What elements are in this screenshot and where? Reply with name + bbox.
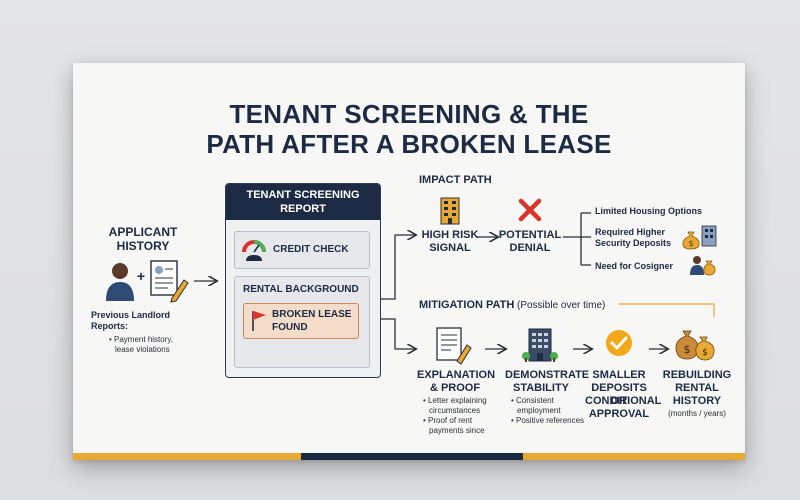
credit-gauge-icon: [242, 240, 266, 261]
rental-background-label: RENTAL BACKGROUND: [243, 284, 359, 295]
step-rebuilding-line3: HISTORY: [672, 395, 722, 407]
step-rebuilding-line2: RENTAL: [675, 382, 719, 394]
bottom-bar-left: [73, 453, 301, 460]
step-rebuilding-line1: REBUILDING: [662, 369, 732, 381]
denial-line2: DENIAL: [509, 242, 551, 254]
denial-line1: POTENTIAL: [498, 229, 562, 241]
outcome-limited-housing: Limited Housing Options: [595, 206, 702, 216]
stability-bullet1-line2: employment: [517, 406, 561, 415]
bottom-bar-middle: [301, 453, 523, 460]
step-explanation-line1: EXPLANATION: [417, 369, 496, 381]
explanation-bullet1-line1: • Letter explaining: [423, 396, 487, 405]
credit-check-label: CREDIT CHECK: [273, 244, 349, 255]
stability-bullet1-line1: • Consistent: [511, 396, 554, 405]
page-title-line2: PATH AFTER A BROKEN LEASE: [206, 129, 612, 159]
mitigation-path-note: (Possible over time): [517, 300, 606, 311]
person-icon: [106, 263, 134, 301]
broken-lease-alert: BROKEN LEASE FOUND: [243, 303, 359, 339]
step-deposits-line2: DEPOSITS OR: [591, 382, 647, 407]
report-title-line2: REPORT: [280, 203, 326, 215]
high-risk-line1: HIGH RISK: [421, 229, 479, 241]
screening-report: TENANT SCREENING REPORT CREDIT CHECK REN…: [225, 183, 381, 378]
rental-background-panel: RENTAL BACKGROUND BROKEN LEASE FOUND: [234, 276, 370, 368]
explanation-bullet2-line1: • Proof of rent: [423, 416, 473, 425]
reports-label-line2: Reports:: [91, 321, 129, 331]
report-header: TENANT SCREENING REPORT: [226, 184, 380, 220]
reports-label-line1: Previous Landlord: [91, 310, 171, 320]
step-deposits-line4: APPROVAL: [588, 408, 650, 420]
money-bags-icon: $ $: [675, 330, 715, 361]
step-deposits-line3: CONDITIONAL: [585, 395, 662, 407]
mitigation-underline: [618, 303, 715, 317]
reports-bullet-line1: • Payment history,: [109, 335, 174, 344]
svg-text:$: $: [702, 348, 708, 358]
credit-check-panel: CREDIT CHECK: [234, 231, 370, 269]
cosigner-icon: [690, 256, 716, 276]
plus-sign: +: [136, 268, 146, 284]
step-deposits-line1: SMALLER: [592, 369, 646, 381]
outcome-cosigner: Need for Cosigner: [595, 261, 674, 271]
money-bag-icon: $: [682, 231, 700, 250]
bracket-outcomes: [563, 212, 591, 266]
bottom-accent-bar: [73, 453, 745, 460]
mitigation-path-heading: MITIGATION PATH: [419, 299, 515, 311]
step-rebuilding-note: (months / years): [668, 409, 726, 418]
page-title-line1: TENANT SCREENING & THE: [229, 99, 589, 129]
connectors: [194, 212, 715, 460]
outcome-deposits-line2: Security Deposits: [595, 238, 672, 248]
explanation-bullet2-line2: payments since: [429, 426, 485, 435]
red-x-icon: [518, 198, 542, 222]
stability-bullet2: • Positive references: [511, 416, 585, 425]
bottom-bar-right: [523, 453, 745, 460]
applicant-label-line1: APPLICANT: [108, 225, 178, 239]
applicant-label-line2: HISTORY: [116, 239, 170, 253]
impact-path-heading: IMPACT PATH: [419, 174, 492, 186]
explanation-bullet1-line2: circumstances: [429, 406, 481, 415]
arrow-report-to-mitigation: [379, 318, 415, 349]
high-risk-line2: SIGNAL: [429, 242, 471, 254]
reports-bullet-line2: lease violations: [115, 345, 170, 354]
document-pencil-icon: [150, 260, 189, 303]
apartment-icon: [701, 225, 717, 247]
step-stability-line2: STABILITY: [512, 382, 569, 394]
arrow-report-to-impact: [379, 235, 415, 300]
broken-lease-line2: FOUND: [272, 322, 308, 333]
explanation-document-icon: [436, 327, 472, 365]
office-building-icon: [522, 328, 558, 362]
checkmark-icon: [606, 330, 632, 356]
outcome-deposits-line1: Required Higher: [595, 227, 666, 237]
svg-text:$: $: [688, 239, 693, 248]
step-explanation-line2: & PROOF: [429, 382, 481, 394]
building-icon: [440, 197, 460, 225]
report-title-line1: TENANT SCREENING: [246, 189, 360, 201]
step-stability-line1: DEMONSTRATE: [505, 369, 590, 381]
red-flag-icon: [252, 311, 266, 331]
svg-text:$: $: [684, 343, 691, 356]
broken-lease-line1: BROKEN LEASE: [272, 309, 352, 320]
infographic-card: TENANT SCREENING & THE PATH AFTER A BROK…: [73, 63, 745, 460]
